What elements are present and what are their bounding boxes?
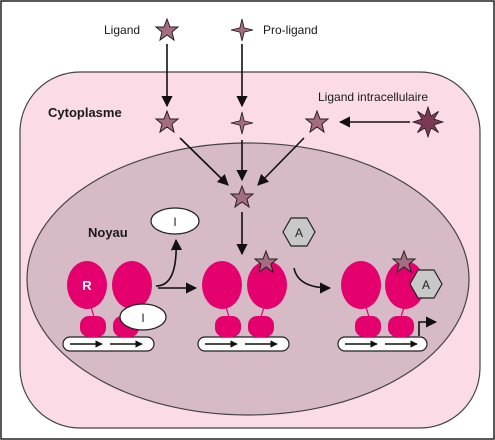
receptor-complex-liganded [197, 250, 290, 352]
receptor-complex-active: A [337, 250, 443, 352]
activator-free-label: A [295, 226, 303, 240]
receptor-right [385, 261, 425, 309]
dna-strand [197, 336, 290, 352]
activator-free-hexagon-icon: A [282, 217, 316, 247]
activator-bound-hexagon-icon: A [409, 269, 443, 299]
inhibitor-bound-label: I [141, 311, 144, 325]
inhibitor-bound [119, 303, 167, 331]
converge-arrow-left [179, 137, 229, 186]
receptor-left [202, 261, 242, 309]
cytoplasm-label: Cytoplasme [48, 105, 122, 120]
receptor-right [247, 261, 287, 309]
receptor-left [341, 261, 381, 309]
receptor-right [112, 261, 152, 309]
intracellular-ligand-spiky-ball-icon [411, 105, 445, 139]
receptor-label: R [82, 278, 92, 293]
inhibitor-release-arrow [155, 238, 183, 287]
transcription-start-bent-arrow-icon [418, 316, 438, 336]
pro-ligand-star-icon [230, 18, 254, 42]
converge-arrow-right [257, 137, 305, 186]
receptor-left [67, 261, 107, 309]
receptor-complex-inactive: R I [62, 261, 167, 352]
nucleus-label: Noyau [88, 225, 128, 240]
activator-recruit-arrow [293, 267, 332, 294]
ligand-label: Ligand [104, 23, 140, 37]
cytoplasm-pro-ligand-star-icon [230, 111, 254, 135]
activator-bound-label: A [422, 278, 430, 292]
inhibitor-released-label: I [173, 215, 176, 229]
intracellular-ligand-label: Ligand intracellulaire [318, 90, 428, 104]
dna-strand [62, 336, 155, 352]
dna-strand [337, 336, 428, 352]
pro-ligand-label: Pro-ligand [263, 23, 318, 37]
inhibitor-released [150, 207, 200, 235]
